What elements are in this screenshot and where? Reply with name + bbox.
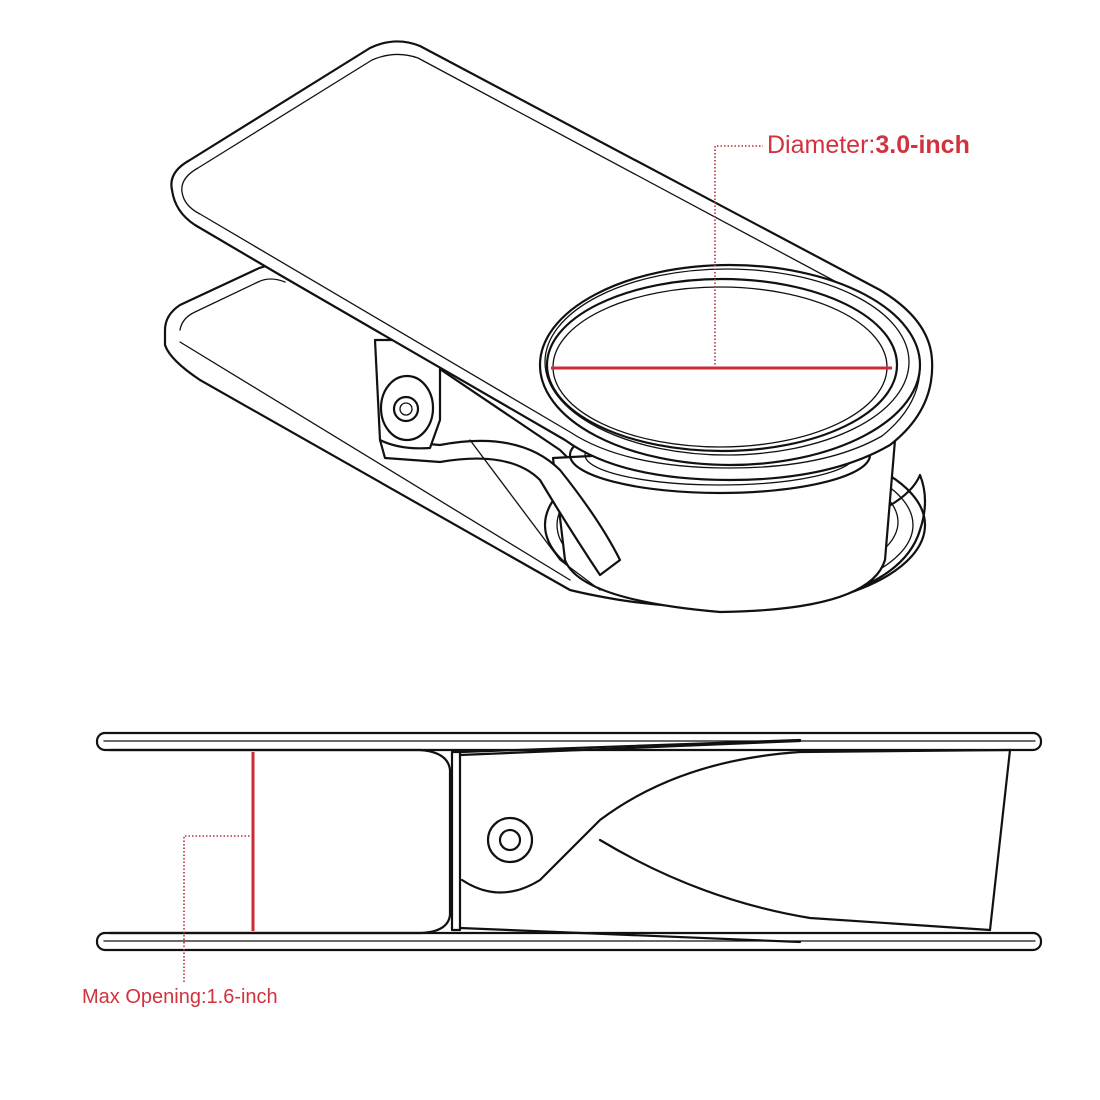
hinge	[373, 338, 442, 450]
upper-jaw	[170, 40, 934, 482]
pivot-outer	[486, 816, 534, 864]
max-opening-label: Max Opening:1.6-inch	[82, 986, 278, 1009]
diameter-value: 3.0-inch	[875, 131, 970, 159]
pivot-inner	[498, 828, 522, 852]
cup-body	[551, 415, 897, 614]
spring-arm	[378, 438, 622, 591]
max-opening-label-text: Max Opening:	[82, 986, 207, 1008]
max-opening-leader	[183, 835, 253, 982]
max-opening-value: 1.6-inch	[206, 986, 278, 1008]
diameter-label-text: Diameter:	[767, 131, 876, 159]
diameter-dimension	[551, 145, 892, 370]
max-opening-dimension	[183, 752, 255, 982]
diameter-leader	[714, 145, 763, 368]
diameter-label: Diameter:3.0-inch	[767, 131, 970, 160]
isometric-view	[163, 40, 934, 614]
side-view	[95, 731, 1043, 982]
